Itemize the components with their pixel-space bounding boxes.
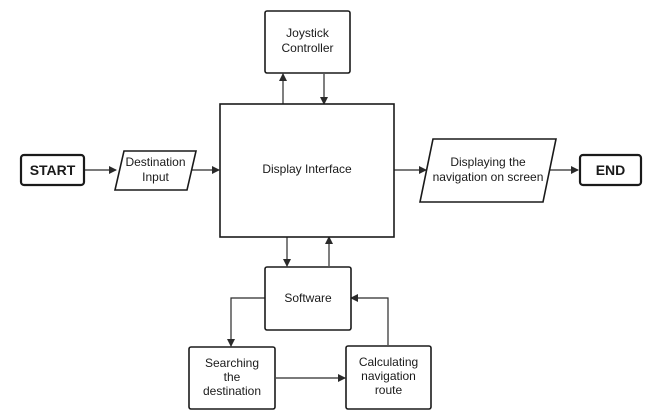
node-calculating-route: Calculating navigation route (345, 345, 432, 410)
node-searching-destination-label-line-1: Searching (205, 356, 259, 370)
node-destination-input: Destination Input (113, 150, 198, 191)
node-destination-input-label-line-2: Input (142, 170, 169, 184)
node-calculating-route-label-line-2: navigation (361, 369, 416, 383)
node-calculating-route-label-line-3: route (375, 383, 403, 397)
node-searching-destination-label-line-3: destination (203, 384, 261, 398)
node-joystick-controller: Joystick Controller (264, 10, 351, 74)
node-start: START (19, 153, 86, 187)
edge-software-to-searching-destination (227, 297, 265, 347)
edge-calculating-route-to-software (350, 294, 389, 345)
node-joystick-controller-label-line-1: Joystick (286, 26, 330, 40)
node-end: END (578, 153, 643, 187)
node-calculating-route-label-line-1: Calculating (359, 355, 418, 369)
node-display-interface: Display Interface (219, 103, 395, 238)
node-displaying-navigation-label-line-1: Displaying the (450, 155, 526, 169)
node-start-label-line-1: START (30, 162, 76, 178)
node-joystick-controller-label-line-2: Controller (281, 41, 333, 55)
node-end-label-line-1: END (596, 162, 626, 178)
edges (84, 73, 579, 382)
node-displaying-navigation-label-line-2: navigation on screen (433, 170, 544, 184)
node-searching-destination-label-line-2: the (224, 370, 241, 384)
node-software: Software (264, 266, 352, 331)
node-destination-input-label-line-1: Destination (125, 155, 185, 169)
node-searching-destination: Searching the destination (188, 346, 276, 410)
node-software-label-line-1: Software (284, 291, 332, 305)
node-displaying-navigation: Displaying the navigation on screen (419, 138, 557, 203)
node-display-interface-label-line-1: Display Interface (262, 162, 352, 176)
